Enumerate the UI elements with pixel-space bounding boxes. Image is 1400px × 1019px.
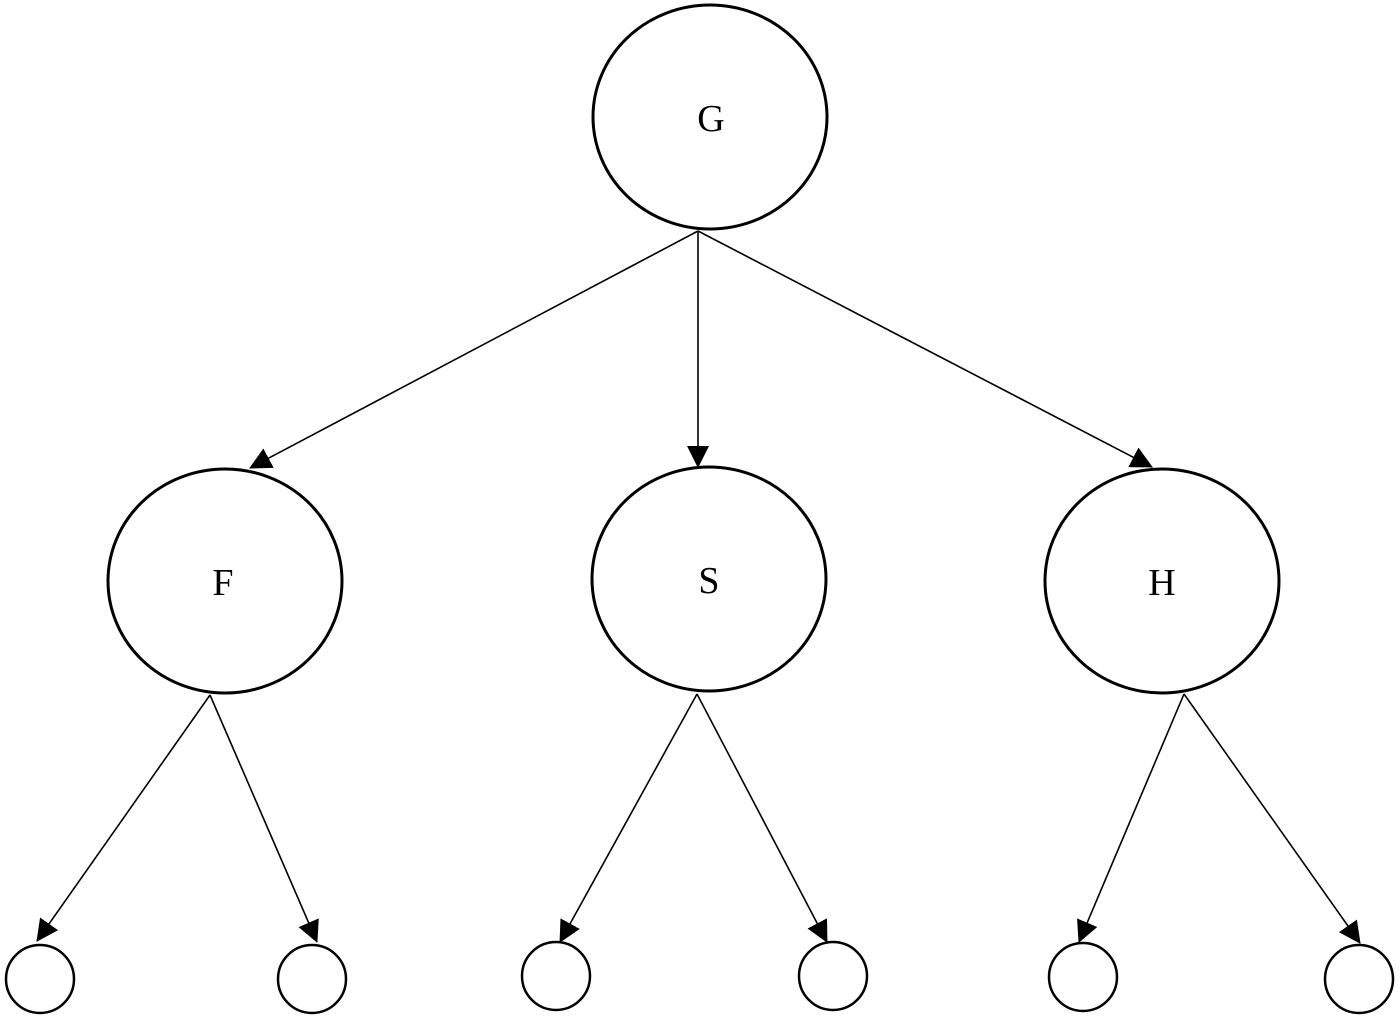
leaf-node-s2: [797, 940, 869, 1012]
node-h-circle: [1043, 467, 1281, 695]
node-g: G: [591, 3, 829, 231]
node-s-circle: [590, 465, 828, 693]
leaf-node-h1: [1047, 941, 1119, 1013]
edge-h-to-h2: [1183, 693, 1361, 944]
node-s: S: [590, 465, 828, 693]
edges-layer: [36, 230, 1361, 944]
node-g-label: G: [697, 98, 724, 140]
leaf-node-f1: [4, 943, 76, 1015]
node-g-circle: [591, 3, 829, 231]
edge-s-to-s1: [559, 693, 698, 943]
edge-g-to-f: [249, 230, 699, 469]
leaf-node-s1: [520, 940, 592, 1012]
edge-f-to-f2: [209, 694, 319, 943]
edge-g-to-h: [697, 230, 1153, 468]
node-f-circle: [106, 467, 344, 695]
leaf-node-h2: [1323, 943, 1395, 1015]
node-f: F: [106, 467, 344, 695]
node-h: H: [1043, 467, 1281, 695]
node-h-label: H: [1148, 562, 1175, 604]
edge-s-to-s2: [696, 693, 828, 943]
node-s-label: S: [698, 560, 719, 602]
leaf-node-f2: [276, 943, 348, 1015]
edge-f-to-f1: [36, 694, 211, 942]
edge-h-to-h1: [1077, 693, 1185, 943]
node-f-label: F: [212, 562, 233, 604]
